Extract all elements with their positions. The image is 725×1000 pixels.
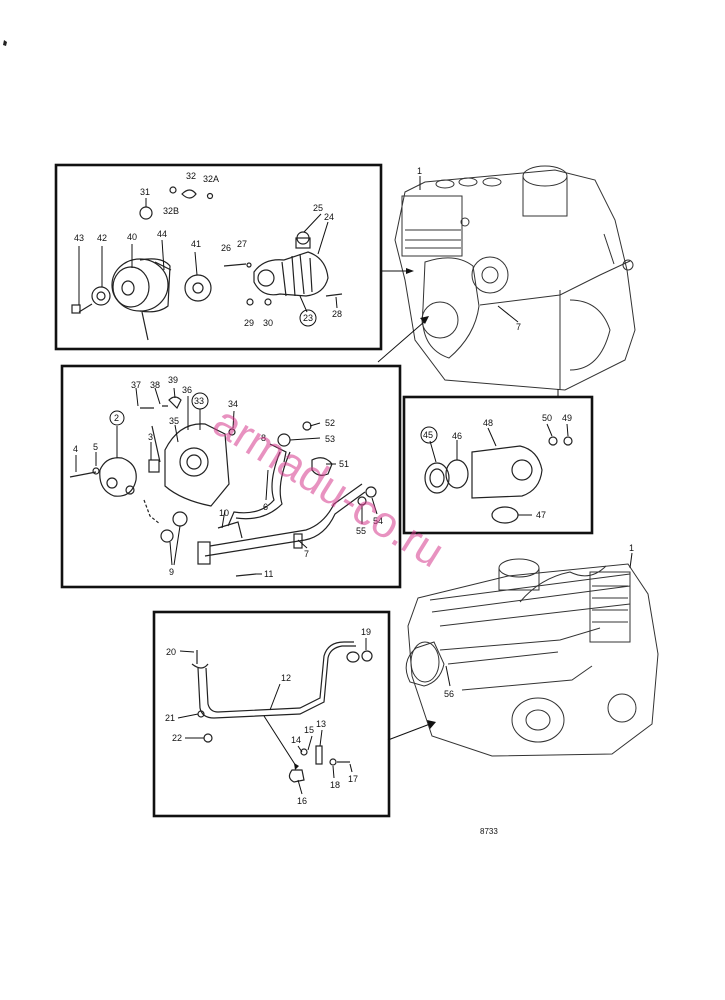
callout-55: 55: [356, 526, 366, 536]
thermostat-parts: [424, 436, 573, 524]
callout-56: 56: [444, 689, 454, 699]
leaders-panel-b: [75, 387, 378, 575]
callout-41: 41: [191, 239, 201, 249]
pointer-arrows-top: [377, 268, 429, 363]
callout-18: 18: [330, 780, 340, 790]
leaders-panel-a: [78, 198, 338, 313]
callout-39: 39: [168, 375, 178, 385]
callout-28: 28: [332, 309, 342, 319]
callout-33: 33: [194, 396, 204, 406]
callout-50: 50: [542, 413, 552, 423]
callout-25: 25: [313, 203, 323, 213]
callout-43: 43: [74, 233, 84, 243]
callout-42: 42: [97, 233, 107, 243]
callout-40: 40: [127, 232, 137, 242]
callout-32: 32: [186, 171, 196, 181]
circle-2: [109, 410, 125, 426]
panel-cooling-pipes: [60, 364, 402, 589]
bypass-pipe-parts: [191, 641, 373, 783]
callout-24: 24: [324, 212, 334, 222]
callout-22: 22: [172, 733, 182, 743]
circle-33: [191, 392, 209, 410]
scan-speck: [3, 40, 7, 46]
callout-19: 19: [361, 627, 371, 637]
callout-11: 11: [264, 569, 273, 579]
callout-54: 54: [373, 516, 383, 526]
callout-46: 46: [452, 431, 462, 441]
leaders-panel-c: [429, 423, 569, 516]
panel-water-pump: [54, 163, 383, 351]
engine-top-illustration: [394, 165, 636, 391]
callout-1-top: 1: [417, 166, 422, 176]
pointer-arrow-bottom: [387, 720, 436, 741]
callout-35: 35: [169, 416, 179, 426]
callout-7-pipe: 7: [304, 549, 309, 559]
callout-47: 47: [536, 510, 546, 520]
callout-38: 38: [150, 380, 160, 390]
callout-52: 52: [325, 418, 335, 428]
callout-27: 27: [237, 239, 247, 249]
callout-3: 3: [148, 432, 153, 442]
callout-32a: 32A: [203, 174, 219, 184]
callout-8: 8: [261, 433, 266, 443]
callout-31: 31: [140, 187, 150, 197]
callout-12: 12: [281, 673, 291, 683]
leader-1-bottom: [629, 552, 633, 569]
callout-1-bottom: 1: [629, 543, 634, 553]
drawing-code: 8733: [480, 827, 498, 836]
callout-49: 49: [562, 413, 572, 423]
callout-51: 51: [339, 459, 349, 469]
callout-45: 45: [423, 430, 433, 440]
callout-16: 16: [297, 796, 307, 806]
callout-36: 36: [182, 385, 192, 395]
callout-32b: 32B: [163, 206, 179, 216]
callout-48: 48: [483, 418, 493, 428]
leaders-panel-d: [177, 638, 367, 795]
leader-7-top: [497, 305, 519, 323]
callout-13: 13: [316, 719, 326, 729]
callout-34: 34: [228, 399, 238, 409]
circle-45: [420, 426, 438, 444]
callout-6: 6: [263, 502, 268, 512]
callout-15: 15: [304, 725, 314, 735]
callout-5: 5: [93, 442, 98, 452]
callout-4: 4: [73, 444, 78, 454]
callout-20: 20: [166, 647, 176, 657]
panel-bypass-pipe: [152, 610, 391, 818]
water-pump-parts: [71, 186, 343, 341]
cooling-pipe-parts: [69, 396, 377, 577]
callout-53: 53: [325, 434, 335, 444]
callout-7-top: 7: [516, 322, 521, 332]
engine-bottom-illustration: [405, 558, 659, 757]
callout-9: 9: [169, 567, 174, 577]
callout-14: 14: [291, 735, 301, 745]
callout-30: 30: [263, 318, 273, 328]
callout-21: 21: [165, 713, 175, 723]
callout-26: 26: [221, 243, 231, 253]
callout-17: 17: [348, 774, 358, 784]
callout-23: 23: [303, 313, 313, 323]
callout-37: 37: [131, 380, 141, 390]
callout-29: 29: [244, 318, 254, 328]
leader-56: [445, 665, 451, 687]
callout-44: 44: [157, 229, 167, 239]
callout-10: 10: [219, 508, 229, 518]
callout-2: 2: [114, 413, 119, 423]
circle-23: [299, 309, 317, 327]
panel-thermostat: [402, 395, 594, 535]
